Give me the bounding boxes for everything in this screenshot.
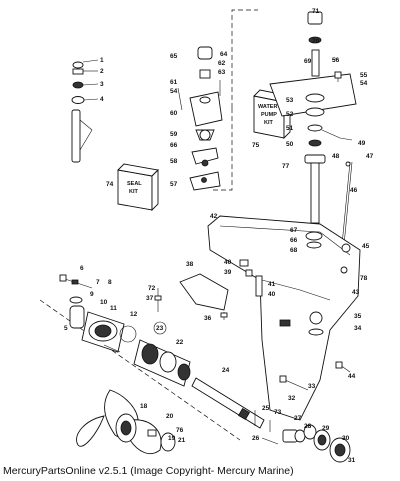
callout-51: 51	[286, 125, 294, 132]
callout-42: 42	[210, 213, 218, 220]
seal-kit-line-1: SEAL	[127, 181, 142, 187]
pinion-gear-group	[254, 410, 351, 463]
callout-labels: 71 70 69 56 55 54 53 52 51 50 49 48 47 7…	[64, 8, 374, 464]
callout-44: 44	[348, 373, 356, 380]
callout-74: 74	[106, 181, 114, 188]
callout-5: 5	[64, 325, 68, 332]
callout-50: 50	[286, 141, 294, 148]
dashed-guide-top	[231, 9, 258, 108]
callout-22: 22	[176, 339, 184, 346]
callout-63: 63	[218, 69, 226, 76]
callout-78: 78	[360, 275, 368, 282]
callout-21: 21	[178, 437, 186, 444]
seal-kit-line-2: KIT	[129, 189, 139, 195]
callout-25: 25	[262, 405, 270, 412]
seal-kit-box: SEAL KIT	[117, 163, 159, 212]
callout-40b: 40	[268, 291, 276, 298]
bearing-carrier-group	[133, 321, 191, 387]
callout-3: 3	[100, 81, 104, 88]
callout-64: 64	[220, 51, 228, 58]
callout-77: 77	[282, 163, 290, 170]
pump-kit-line-1: WATER	[258, 104, 277, 110]
water-pump-group	[177, 46, 223, 191]
bracket-group	[154, 259, 263, 320]
callout-23: 23	[156, 325, 164, 332]
upper-driveshaft-group	[269, 11, 357, 246]
propeller-shaft	[191, 377, 265, 429]
callout-6: 6	[80, 265, 84, 272]
callout-67: 67	[290, 227, 298, 234]
callout-69: 69	[304, 58, 312, 65]
callout-68: 68	[290, 247, 298, 254]
callout-75: 75	[252, 142, 260, 149]
callout-73: 73	[274, 409, 282, 416]
callout-26: 26	[252, 435, 260, 442]
callout-7: 7	[96, 279, 100, 286]
callout-20: 20	[166, 413, 174, 420]
callout-2: 2	[100, 68, 104, 75]
callout-34: 34	[354, 325, 362, 332]
parts-1-5-group	[71, 59, 99, 163]
callout-52: 52	[286, 111, 294, 118]
callout-55: 55	[360, 72, 368, 79]
callout-41: 41	[268, 281, 276, 288]
callout-18: 18	[140, 403, 148, 410]
misc-bolts	[279, 71, 351, 391]
propshaft-bearing-group	[59, 274, 137, 353]
callout-32: 32	[288, 395, 296, 402]
water-pump-kit-box: WATER PUMP KIT	[253, 89, 291, 140]
callout-66b: 66	[290, 237, 298, 244]
callout-9: 9	[90, 291, 94, 298]
callout-35: 35	[354, 313, 362, 320]
callout-66a: 66	[170, 142, 178, 149]
callout-65: 65	[170, 53, 178, 60]
callout-70: 70	[312, 38, 320, 45]
callout-10: 10	[100, 299, 108, 306]
callout-27: 27	[294, 415, 302, 422]
callout-49: 49	[358, 140, 366, 147]
callout-31: 31	[348, 457, 356, 464]
callout-30: 30	[342, 435, 350, 442]
callout-33: 33	[308, 383, 316, 390]
dashed-guide-mid	[210, 108, 233, 191]
callout-37: 37	[146, 295, 154, 302]
callout-40a: 40	[224, 259, 232, 266]
callout-47: 47	[366, 153, 374, 160]
callout-38: 38	[186, 261, 194, 268]
callout-45: 45	[362, 243, 370, 250]
callout-72: 72	[148, 285, 156, 292]
callout-8: 8	[108, 279, 112, 286]
callout-71: 71	[312, 8, 320, 15]
callout-4: 4	[100, 96, 104, 103]
callout-59: 59	[170, 131, 178, 138]
copyright-footer: MercuryPartsOnline v2.5.1 (Image Copyrig…	[3, 465, 294, 477]
callout-28: 28	[304, 423, 312, 430]
propeller	[76, 389, 176, 454]
callout-11: 11	[110, 305, 117, 312]
callout-29: 29	[322, 425, 330, 432]
callout-76: 76	[176, 427, 184, 434]
callout-62: 62	[218, 60, 226, 67]
gearcase-housing	[207, 215, 361, 421]
callout-19: 19	[168, 435, 176, 442]
callout-61: 61	[170, 79, 178, 86]
callout-24: 24	[222, 367, 230, 374]
callout-39: 39	[224, 269, 232, 276]
callout-56: 56	[332, 57, 340, 64]
callout-54a: 54	[360, 80, 368, 87]
callout-43: 43	[352, 289, 360, 296]
callout-58: 58	[170, 158, 178, 165]
callout-53: 53	[286, 97, 294, 104]
callout-60: 60	[170, 110, 178, 117]
callout-46: 46	[350, 187, 358, 194]
callout-57: 57	[170, 181, 178, 188]
callout-1: 1	[100, 57, 104, 64]
pump-kit-line-2: PUMP	[261, 112, 277, 118]
callout-54b: 54	[170, 88, 178, 95]
callout-36: 36	[204, 315, 212, 322]
callout-48: 48	[332, 153, 340, 160]
pump-kit-line-3: KIT	[264, 120, 274, 126]
callout-12: 12	[130, 311, 138, 318]
